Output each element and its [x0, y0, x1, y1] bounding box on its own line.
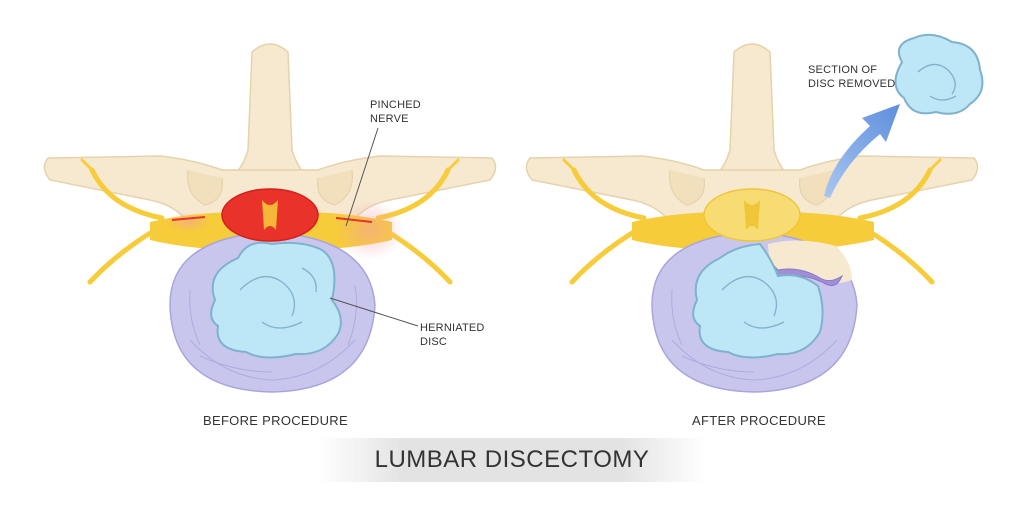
label-pinched-nerve: PINCHED NERVE	[370, 99, 421, 125]
leader-herniated-disc	[329, 297, 419, 327]
spinous-process	[213, 43, 327, 191]
leader-pinched-nerve	[345, 127, 379, 227]
label-section-removed: SECTION OF DISC REMOVED	[808, 64, 896, 90]
remaining-nucleus	[692, 242, 824, 359]
removal-arrow	[824, 104, 900, 198]
removed-section-cutout	[768, 240, 852, 283]
spinous-process	[695, 43, 809, 191]
left-facet	[187, 169, 223, 206]
caption-before: BEFORE PROCEDURE	[203, 413, 348, 428]
inflammation-glow	[336, 200, 404, 260]
vertebra-before	[43, 43, 497, 393]
vertebra-after	[525, 33, 984, 393]
right-facet	[317, 169, 353, 206]
caption-after: AFTER PROCEDURE	[692, 413, 826, 428]
left-facet	[669, 169, 705, 206]
page-title: LUMBAR DISCECTOMY	[374, 446, 650, 473]
removed-section-wall	[769, 261, 844, 286]
removed-disc-fragment	[894, 33, 984, 115]
label-herniated-disc: HERNIATED DISC	[420, 322, 485, 348]
title-banner: LUMBAR DISCECTOMY	[318, 438, 706, 482]
